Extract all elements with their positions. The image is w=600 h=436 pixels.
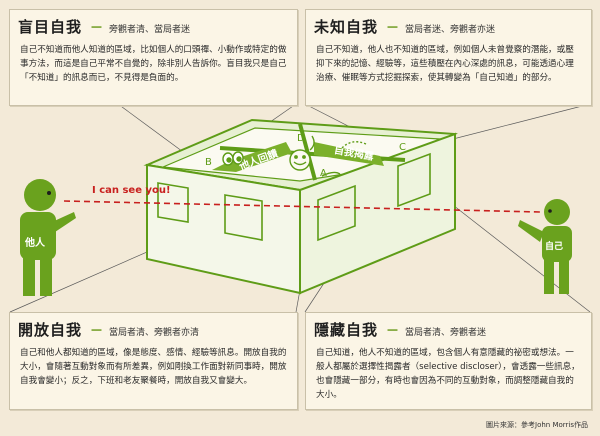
right-person: 自己 xyxy=(518,199,572,294)
room-figures xyxy=(222,135,367,177)
room-letter-b: B xyxy=(205,157,212,168)
card-body: 自己和他人都知道的區域，像是態度、感情、經驗等訊息。開放自我的大小，會隨著互動對… xyxy=(20,348,287,386)
card-subtitle: 當局者清、旁觀者亦清 xyxy=(109,328,200,338)
right-person-label: 自己 xyxy=(545,240,563,252)
card-open-self: 開放自我 － 當局者清、旁觀者亦清 自己和他人都知道的區域，像是態度、感情、經驗… xyxy=(9,312,298,410)
left-person: 他人 xyxy=(20,179,76,296)
image-credit: 圖片來源：參考John Morris作品 xyxy=(486,421,588,429)
card-title: 開放自我 xyxy=(18,321,83,339)
card-title: 未知自我 xyxy=(314,18,379,36)
feedback-arrow xyxy=(212,142,292,172)
house-structure xyxy=(143,118,458,295)
card-blind-self: 盲目自我 － 旁觀者清、當局者迷 自己不知道而他人知道的區域，比如個人的口頭禪、… xyxy=(9,9,298,106)
title-dash: － xyxy=(386,21,400,36)
title-dash: － xyxy=(386,324,400,339)
title-dash: － xyxy=(90,21,104,36)
card-body: 自己不知道而他人知道的區域，比如個人的口頭禪、小動作或特定的做事方法，而這是自己… xyxy=(20,45,287,83)
card-title: 盲目自我 xyxy=(18,18,83,36)
disclosure-arrow xyxy=(314,142,384,166)
card-subtitle: 旁觀者清、當局者迷 xyxy=(109,25,191,35)
card-body: 自己不知道，他人也不知道的區域，例如個人未曾覺察的潛能，或壓抑下來的記憶、經驗等… xyxy=(316,45,574,83)
card-title: 隱藏自我 xyxy=(314,321,379,339)
card-subtitle: 當局者迷、旁觀者亦迷 xyxy=(405,25,496,35)
room-letter-d: D xyxy=(297,133,305,144)
card-hidden-self: 隱藏自我 － 當局者清、旁觀者迷 自己知道，他人不知道的區域，包含個人有意隱藏的… xyxy=(305,312,592,410)
title-dash: － xyxy=(90,324,104,339)
sight-line-text: I can see you! xyxy=(92,185,171,196)
left-person-label: 他人 xyxy=(24,236,46,249)
card-unknown-self: 未知自我 － 當局者迷、旁觀者亦迷 自己不知道，他人也不知道的區域，例如個人未曾… xyxy=(305,9,592,106)
room-letter-c: C xyxy=(399,142,406,153)
card-subtitle: 當局者清、旁觀者迷 xyxy=(405,328,487,338)
room-letter-a: A xyxy=(320,168,327,179)
card-body: 自己知道，他人不知道的區域，包含個人有意隱藏的祕密或想法。一般人都屬於選擇性揭露… xyxy=(316,348,580,400)
